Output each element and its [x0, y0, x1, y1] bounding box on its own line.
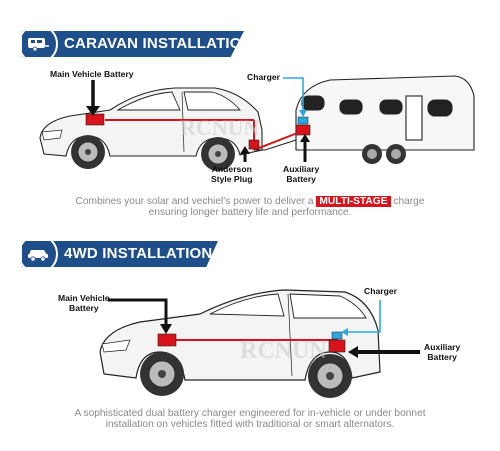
- caravan-icon: [22, 31, 58, 57]
- fwd-main-label-line2: Battery: [68, 302, 99, 313]
- caravan-caption-line2: ensuring longer battery life and perform…: [148, 207, 352, 218]
- fwd-main-arrow: [108, 298, 168, 326]
- fwd-charger: [331, 331, 343, 340]
- caravan-trailer: [254, 75, 475, 151]
- caravan-watermark: RCNUN: [180, 115, 260, 140]
- fwd-aux-battery: [328, 339, 346, 353]
- caravan-charger-label: Charger: [247, 72, 280, 82]
- caravan-charger-line: [283, 77, 304, 112]
- fwd-charger-line: [346, 300, 381, 333]
- multi-stage-badge: MULTI-STAGE: [316, 196, 391, 207]
- anderson-label: Anderson Style Plug: [211, 164, 253, 184]
- caravan-main-battery-label: Main Vehicle Battery: [50, 69, 134, 79]
- caravan-title: CARAVAN INSTALLATION: [64, 35, 253, 52]
- caravan-aux-battery: [295, 124, 311, 136]
- fwd-front-wheel: [140, 352, 184, 396]
- fwd-main-label: Main Vehicle Battery: [58, 293, 110, 313]
- caravan-banner: CARAVAN INSTALLATION: [22, 31, 244, 57]
- caravan-main-battery: [85, 113, 105, 126]
- caravan-aux-label-line1: Auxiliary: [283, 164, 320, 174]
- fwd-banner: 4WD INSTALLATION: [22, 241, 218, 267]
- caravan-caption-after: charge: [393, 196, 425, 207]
- fwd-main-battery: [157, 333, 177, 347]
- fwd-caption-line2: installation on vehicles fitted with tra…: [105, 419, 395, 430]
- fwd-title: 4WD INSTALLATION: [64, 245, 213, 262]
- caravan-trailer-wheels: [362, 144, 406, 164]
- anderson-label-line1: Anderson: [211, 164, 252, 174]
- caravan-caption: Combines your solar and vechiel's power …: [0, 196, 500, 218]
- anderson-plug: [248, 139, 260, 150]
- caravan-aux-label-line2: Battery: [286, 173, 316, 184]
- fwd-main-label-line1: Main Vehicle: [58, 293, 110, 303]
- fwd-caption-line1: A sophisticated dual battery charger eng…: [74, 408, 426, 419]
- fwd-watermark: RCNUN: [240, 338, 327, 364]
- anderson-label-line2: Style Plug: [211, 173, 253, 184]
- fwd-aux-label: Auxiliary Battery: [424, 342, 461, 362]
- 4wd-icon: [22, 241, 58, 267]
- caravan-caption-line1: Combines your solar and vechiel's power …: [0, 196, 500, 207]
- caravan-aux-label: Auxiliary Battery: [283, 164, 320, 184]
- caravan-caption-before: Combines your solar and vechiel's power …: [75, 196, 314, 207]
- fwd-caption: A sophisticated dual battery charger eng…: [0, 408, 500, 430]
- fwd-aux-label-line2: Battery: [427, 351, 457, 362]
- caravan-car-rear-wheel: [201, 137, 235, 171]
- fwd-charger-label: Charger: [364, 286, 397, 296]
- fwd-rear-wheel: [308, 354, 352, 398]
- caravan-car-front-wheel: [71, 135, 105, 169]
- fwd-aux-label-line1: Auxiliary: [424, 342, 461, 352]
